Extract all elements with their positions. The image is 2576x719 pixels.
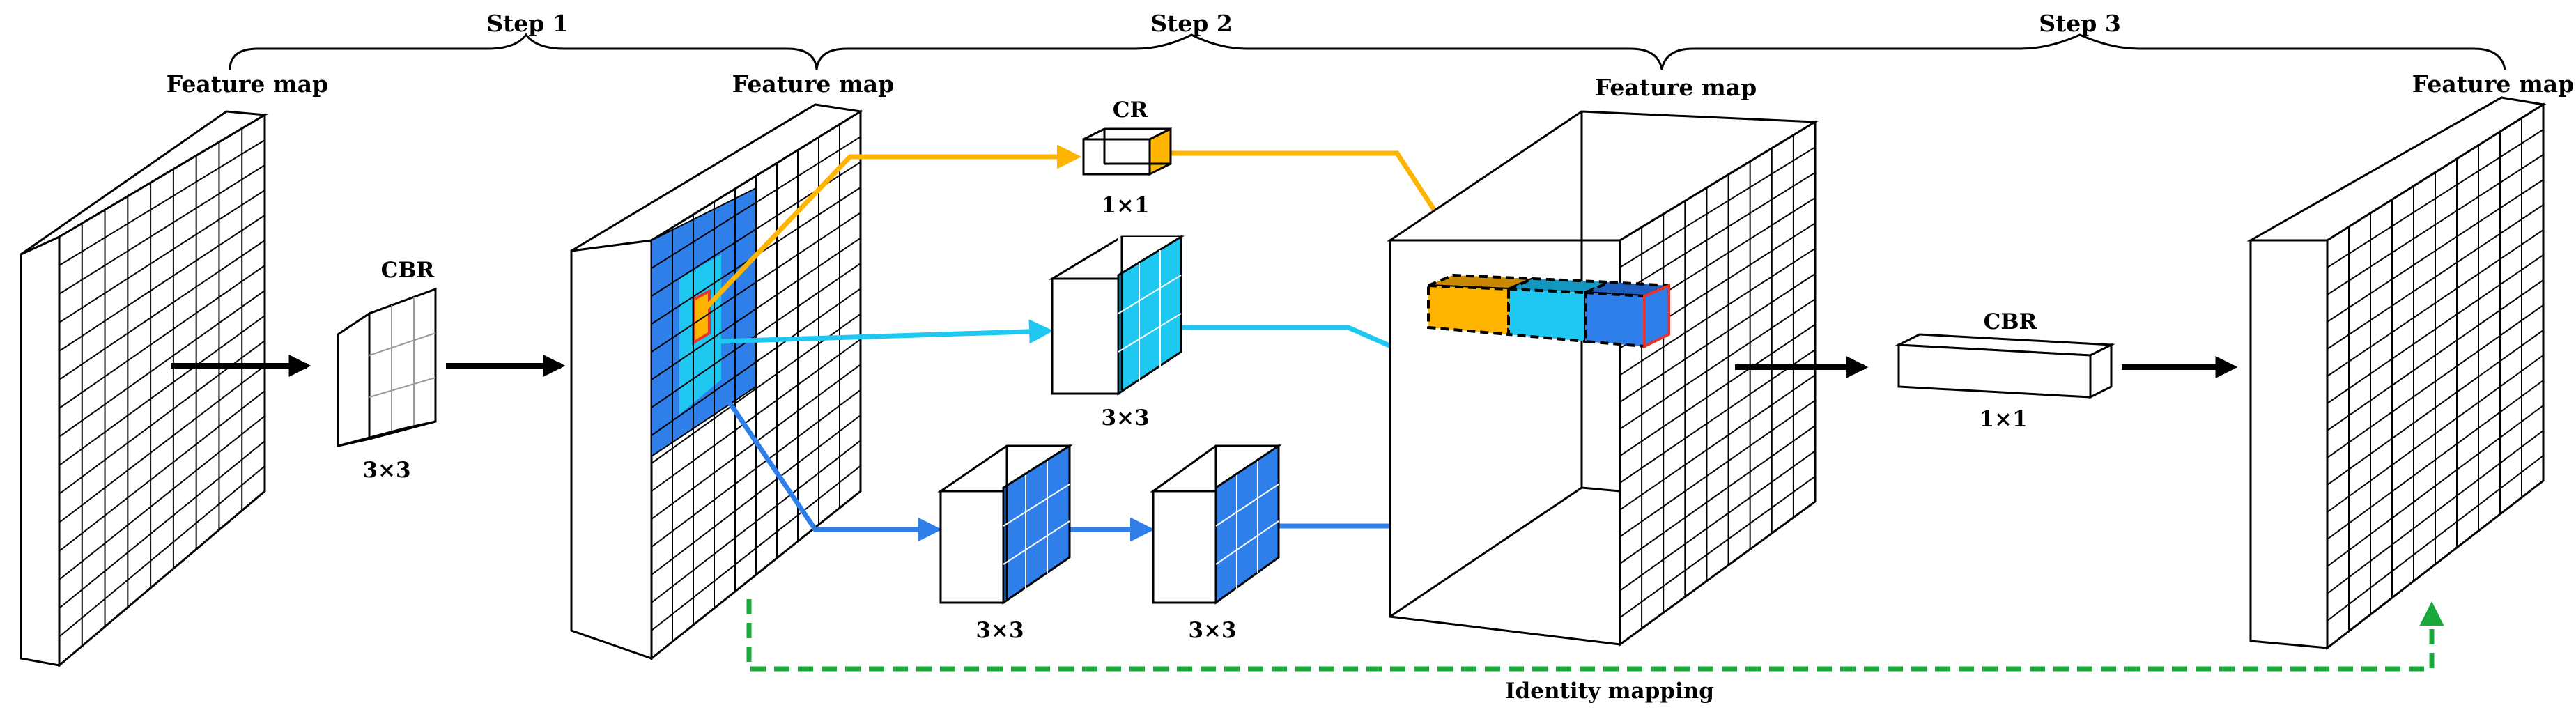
blue-kernel-b-cube-icon: [1150, 444, 1282, 605]
cbr-1x1-kernel-size: 1×1: [1979, 407, 2027, 432]
cbr-kernel-cube-icon: [337, 287, 437, 447]
blue-kernel-b-size: 3×3: [1188, 618, 1236, 643]
feature-map-1-slab-icon: [20, 110, 268, 668]
step-1-brace-icon: [229, 33, 818, 70]
feature-map-4-label: Feature map: [2412, 70, 2574, 98]
feature-map-3-block-icon: [1387, 110, 1819, 647]
identity-mapping-arrow: [746, 599, 2444, 672]
identity-mapping-label: Identity mapping: [1505, 679, 1714, 704]
cyan-branch-arrow: [720, 319, 1054, 344]
step-2-label: Step 2: [1150, 10, 1233, 37]
cr-label: CR: [1113, 98, 1148, 123]
feature-map-2-label: Feature map: [732, 70, 894, 98]
orange-branch-arrow: [702, 144, 1081, 312]
feature-map-1-grid: [59, 128, 265, 647]
cyan-kernel-cube-icon: [1048, 235, 1185, 396]
step-3-label: Step 3: [2039, 10, 2121, 37]
feature-map-1-label: Feature map: [167, 70, 328, 98]
step-1-label: Step 1: [486, 10, 569, 37]
feature-map-3-label: Feature map: [1595, 74, 1757, 101]
cbr-1x1-label: CBR: [1984, 309, 2037, 334]
cbr-kernel-size: 3×3: [362, 458, 410, 483]
cr-kernel-size: 1×1: [1101, 193, 1149, 218]
cyan-kernel-size: 3×3: [1101, 405, 1149, 431]
concat-tensor-icon: [1427, 273, 1670, 349]
feature-map-4-grid: [2327, 118, 2544, 631]
blue-branch-arrow: [719, 389, 942, 542]
blue-kernel-a-size: 3×3: [975, 618, 1024, 643]
cbr-label: CBR: [381, 258, 435, 283]
cbr-1x1-kernel-icon: [1895, 333, 2115, 399]
cr-kernel-cube-icon: [1082, 127, 1172, 176]
step-3-brace-icon: [1660, 33, 2506, 70]
feature-map-2-grid: [651, 124, 861, 642]
step-2-brace-icon: [815, 33, 1663, 70]
blue-kernel-a-cube-icon: [937, 444, 1073, 605]
